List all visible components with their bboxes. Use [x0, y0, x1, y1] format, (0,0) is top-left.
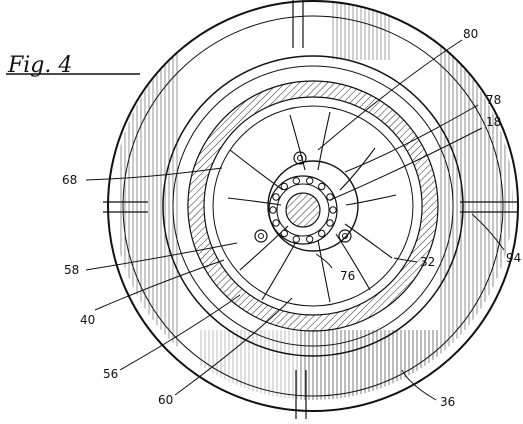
rim-flange-outer — [162, 55, 464, 357]
bearing-roller — [292, 177, 300, 185]
spoke-disc — [212, 105, 414, 307]
hub-outer — [267, 160, 359, 252]
bearing-roller — [269, 206, 277, 214]
lug-hole-right — [338, 229, 352, 243]
ref-18: 18 — [486, 115, 501, 129]
ref-68: 68 — [62, 173, 77, 187]
bearing-ring-inner — [276, 183, 330, 237]
ref-94: 94 — [506, 251, 521, 265]
ref-36: 36 — [440, 395, 455, 409]
wheel-spokes — [227, 111, 397, 303]
ref-76: 76 — [340, 269, 355, 283]
bearing-roller — [306, 235, 314, 243]
ref-58: 58 — [64, 263, 79, 277]
bearing-roller — [318, 182, 326, 191]
bearing-roller — [329, 206, 337, 214]
lug-hole-left — [254, 229, 268, 243]
rim-flange-inner — [172, 65, 454, 347]
lug-hole-top-center — [297, 155, 303, 161]
bearing-roller — [272, 219, 280, 227]
tire-outer-edge — [107, 0, 519, 412]
bearing-roller — [318, 229, 326, 238]
leader-lines — [85, 39, 505, 401]
tire-tread-lines — [103, 0, 518, 419]
ref-80: 80 — [463, 27, 478, 41]
bearing-ring-outer — [268, 175, 338, 245]
bearing-roller — [292, 235, 300, 243]
rim-band-section — [187, 80, 439, 332]
bearing-roller — [272, 193, 280, 201]
lug-hole-top — [293, 151, 307, 165]
ref-32: 32 — [420, 255, 435, 269]
ref-56: 56 — [103, 367, 118, 381]
bearing-roller — [306, 177, 314, 185]
lug-hole-left-center — [258, 233, 264, 239]
ref-40: 40 — [80, 313, 95, 327]
lug-hole-right-center — [342, 233, 348, 239]
ref-60: 60 — [158, 393, 173, 407]
axle-section — [285, 192, 321, 228]
ref-78: 78 — [486, 93, 501, 107]
bearing-rollers — [269, 177, 337, 243]
bearing-roller — [326, 193, 334, 201]
bearing-roller — [280, 229, 288, 238]
bearing-roller — [280, 182, 288, 191]
bearing-roller — [326, 219, 334, 227]
